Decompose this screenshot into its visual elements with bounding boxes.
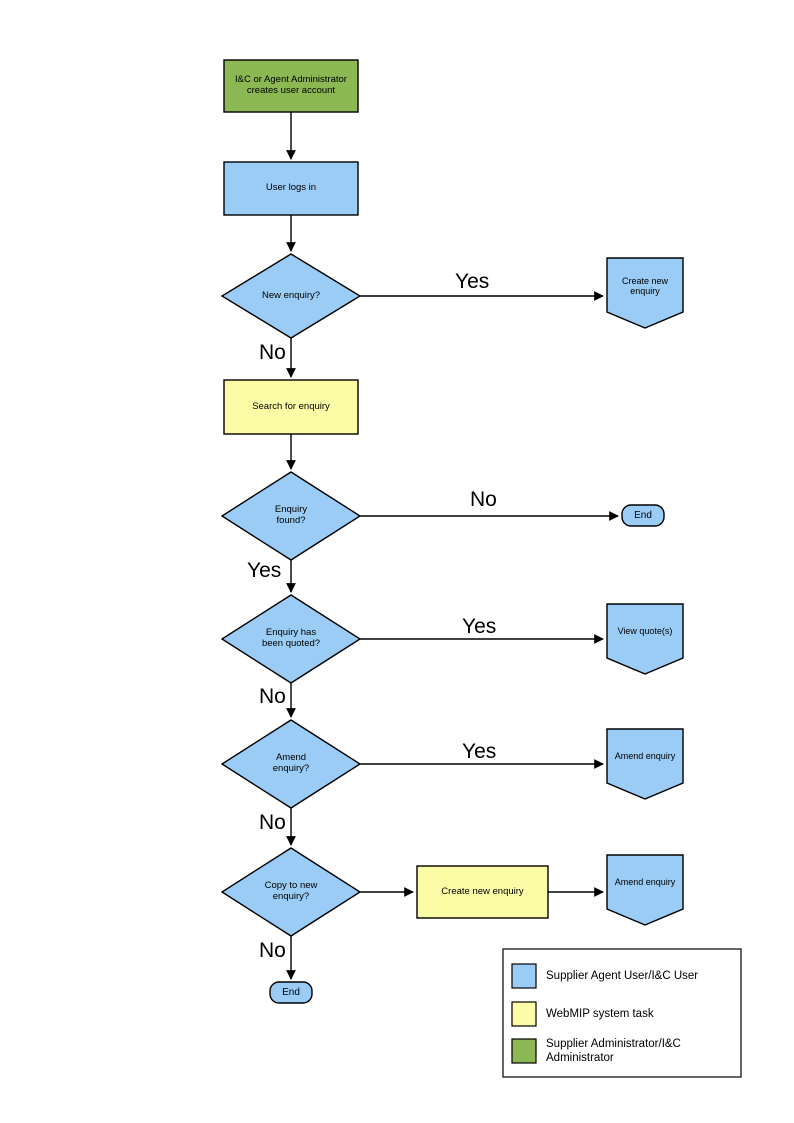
legend-swatch-system — [511, 1001, 537, 1027]
node-create-new-enquiry-pentagon[interactable] — [606, 257, 684, 329]
node-end-not-found[interactable] — [621, 504, 665, 527]
node-end-final[interactable] — [269, 981, 313, 1004]
node-create-new-enquiry-task[interactable] — [416, 865, 549, 919]
node-amend-enquiry-pentagon-2[interactable] — [606, 854, 684, 926]
node-search-for-enquiry[interactable] — [223, 379, 359, 435]
node-enquiry-quoted-decision[interactable] — [220, 594, 362, 684]
node-view-quotes-pentagon[interactable] — [606, 603, 684, 675]
connector-group — [286, 112, 619, 980]
node-create-user-account[interactable] — [223, 59, 359, 113]
node-enquiry-found-decision[interactable] — [220, 471, 362, 561]
legend-box — [502, 948, 742, 1078]
node-copy-to-new-enquiry-decision[interactable] — [220, 847, 362, 937]
legend-swatch-admin — [511, 1038, 537, 1064]
node-amend-enquiry-decision[interactable] — [220, 719, 362, 809]
node-amend-enquiry-pentagon-1[interactable] — [606, 728, 684, 800]
node-user-logs-in[interactable] — [223, 161, 359, 216]
node-new-enquiry-decision[interactable] — [220, 253, 362, 339]
legend-swatch-user — [511, 963, 537, 989]
